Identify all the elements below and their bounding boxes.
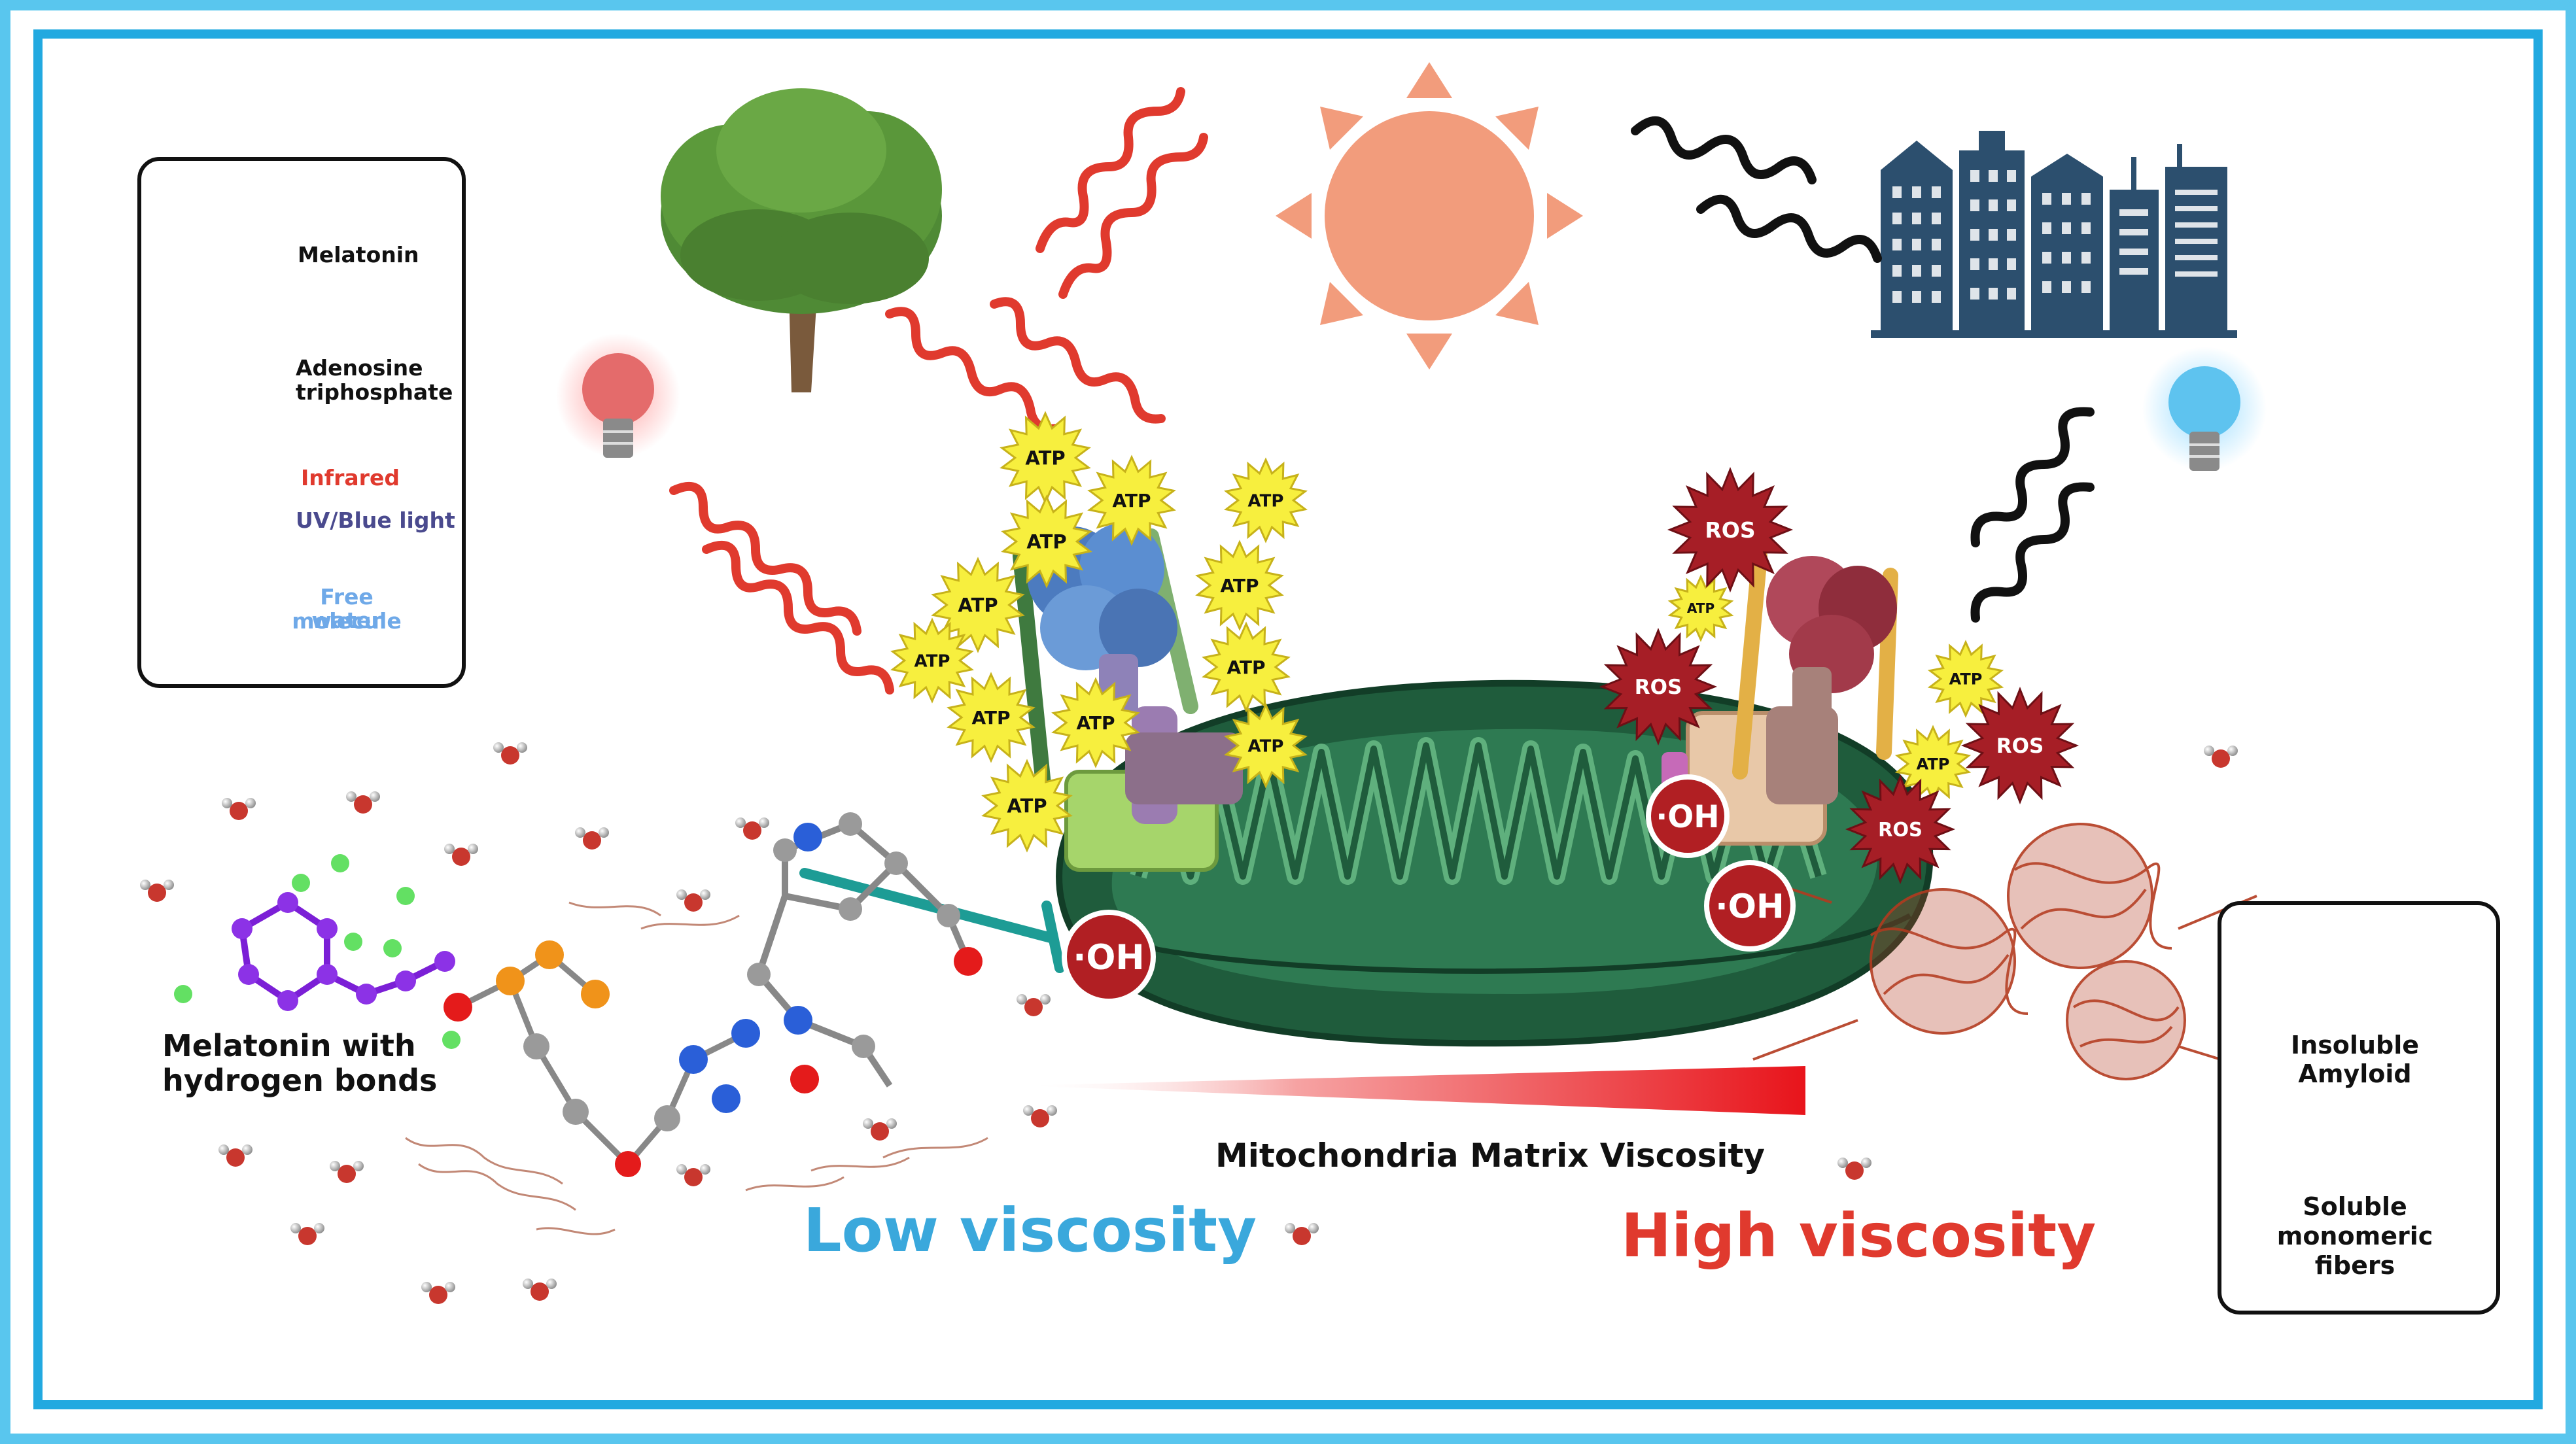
- atp-ball-stick-model: [444, 940, 760, 1177]
- inner-frame: [33, 29, 2543, 1409]
- atp-synthase-healthy: [1013, 523, 1243, 872]
- atp-star-10: ATP: [1051, 677, 1140, 768]
- atp-star-label: ATP: [958, 594, 998, 616]
- hydroxyl-radical-2: ·OH: [1646, 774, 1730, 858]
- hydroxyl-radical-3: ·OH: [1704, 860, 1796, 952]
- atp-star-4: ATP: [1001, 494, 1092, 589]
- ros-star-label: ROS: [1996, 734, 2044, 758]
- red-light-bulb-icon: [556, 334, 680, 458]
- atp-star-9: ATP: [947, 672, 1036, 763]
- legend-water-label-line2: molecule: [292, 608, 402, 634]
- inhibition-arrow: [799, 868, 1065, 973]
- atp-star-8: ATP: [1202, 621, 1291, 713]
- hydroxyl-radical-label: ·OH: [1656, 799, 1719, 835]
- gradient-label: Mitochondria Matrix Viscosity: [1215, 1137, 1766, 1175]
- ros-star-3: ROS: [1960, 686, 2080, 805]
- legend-uv-label: UV/Blue light: [296, 507, 455, 533]
- atp-star-label: ATP: [1917, 755, 1950, 774]
- hydroxyl-radical-label: ·OH: [1073, 938, 1145, 978]
- atp-star-label: ATP: [1227, 657, 1265, 678]
- atp-star-label: ATP: [1687, 600, 1714, 616]
- atp-star-label: ATP: [1112, 490, 1151, 511]
- atp-star-label: ATP: [1007, 795, 1047, 817]
- atp-synthase-damaged: [1662, 548, 1898, 846]
- hydroxyl-radical-1: ·OH: [1062, 910, 1156, 1004]
- legend-right: [2218, 901, 2500, 1315]
- atp-star-label: ATP: [1248, 736, 1284, 756]
- sun-icon: [1276, 62, 1583, 370]
- atp-star-label: ATP: [1949, 670, 1983, 689]
- atp-star-2: ATP: [1087, 455, 1176, 546]
- water-molecules: [140, 742, 2238, 1304]
- city-windows: [1892, 170, 2218, 303]
- atp-star-6: ATP: [931, 557, 1025, 653]
- legend-soluble-line2: monomeric: [2276, 1222, 2433, 1250]
- uv-blue-light-waves: [1631, 116, 2095, 623]
- ros-star-4: ROS: [1845, 774, 1956, 885]
- infrared-waves: [669, 87, 1208, 695]
- atp-star-1: ATP: [1000, 411, 1091, 505]
- ros-star-2: ROS: [1599, 627, 1718, 746]
- legend-insoluble-line1: Insoluble: [2291, 1031, 2419, 1059]
- atp-star-12: ATP: [981, 759, 1073, 853]
- legend-infrared-label: Infrared: [301, 465, 400, 490]
- tree-icon: [661, 88, 942, 392]
- molecule-caption-line2: hydrogen bonds: [162, 1063, 438, 1098]
- legend-soluble-line1: Soluble: [2303, 1192, 2407, 1221]
- city-buildings-icon: [1871, 131, 2237, 338]
- legend-water-label-line1: Free water: [311, 584, 382, 634]
- legend-insoluble-line2: Amyloid: [2298, 1059, 2412, 1088]
- atp-star-7: ATP: [890, 617, 974, 704]
- atp-star-3: ATP: [1224, 457, 1308, 543]
- atp-star-label: ATP: [1076, 712, 1115, 734]
- atp-star-13: ATP: [1667, 574, 1734, 642]
- ros-star-label: ROS: [1878, 818, 1923, 840]
- atp-star-label: ATP: [914, 651, 950, 671]
- molecule-caption-line1: Melatonin with: [162, 1028, 416, 1063]
- melatonin-ball-stick-model: [747, 812, 983, 1093]
- high-viscosity-label: High viscosity: [1621, 1201, 2097, 1271]
- atp-star-label: ATP: [1026, 530, 1066, 553]
- legend-atp-label-line1: Adenosine: [296, 355, 423, 381]
- ros-star-1: ROS: [1667, 466, 1794, 593]
- atp-star-label: ATP: [1025, 447, 1065, 469]
- viscosity-gradient-wedge: [1020, 1066, 1805, 1115]
- ros-star-label: ROS: [1635, 676, 1682, 699]
- atp-star-label: ATP: [971, 707, 1010, 729]
- hydroxyl-radical-label: ·OH: [1715, 887, 1784, 926]
- legend-atp-label-line2: triphosphate: [296, 379, 453, 405]
- atp-star-label: ATP: [1248, 491, 1284, 511]
- legend-melatonin-label: Melatonin: [298, 242, 419, 267]
- ros-star-label: ROS: [1705, 517, 1755, 543]
- atp-star-5: ATP: [1195, 540, 1284, 631]
- atp-star-14: ATP: [1927, 640, 2004, 718]
- low-viscosity-label: Low viscosity: [803, 1195, 1257, 1265]
- legend-soluble-line3: fibers: [2314, 1251, 2395, 1280]
- blue-light-bulb-icon: [2142, 347, 2267, 471]
- melatonin-hydrogen-bonds-model: [174, 854, 461, 1049]
- atp-star-11: ATP: [1224, 702, 1308, 789]
- atp-star-label: ATP: [1220, 575, 1259, 596]
- legend-left: [137, 157, 466, 688]
